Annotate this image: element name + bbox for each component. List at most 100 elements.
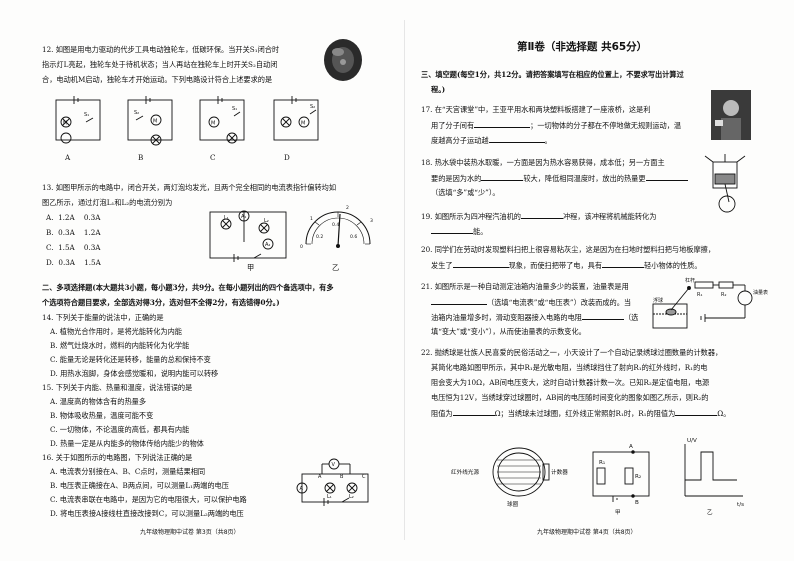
q22-counter-fig: 红外线光源 计数器 球圈 R₁ R₂ A B 甲 乙 U/V t/s bbox=[451, 438, 744, 516]
q22-line-4: 电压恒为12V，当绣球穿过球圈时，AB间的电压随时间变化的图象如图乙所示，则R₂… bbox=[431, 393, 709, 402]
label-fig-yi: 乙 bbox=[707, 509, 713, 516]
q14-option-c: C. 能量无论是转化还是转移，能量的总和保持不变 bbox=[50, 355, 211, 364]
svg-text:V: V bbox=[332, 462, 336, 468]
q14-option-b: B. 燃气灶烧水时，燃料的内能转化为化学能 bbox=[50, 341, 190, 350]
q16-option-d: D. 将电压表接A接线柱直接改接到C，可以测量L₂两端的电压 bbox=[50, 509, 244, 518]
q15-option-a: A. 温度高的物体含有的热量多 bbox=[50, 397, 147, 406]
q12-option-d: D bbox=[284, 153, 290, 162]
q12-line-1: 12. 如图是用电力驱动的代步工具电动独轮车，低碳环保。当开关S₁闭合时 bbox=[42, 45, 280, 54]
q16-option-c: C. 电流表串联在电路中，是因为它的电阻很大，可以保护电路 bbox=[50, 495, 247, 504]
label-ir-source: 红外线光源 bbox=[451, 468, 479, 476]
svg-text:S₁: S₁ bbox=[232, 106, 237, 112]
label-ts: t/s bbox=[737, 502, 744, 508]
q15-option-d: D. 热量一定是从内能多的物体传给内能少的物体 bbox=[50, 439, 204, 448]
q22-line-2: 其简化电路如图甲所示，其中R₁是光敏电阻，当绣球挡住了射向R₁的红外线时，R₁的… bbox=[431, 363, 708, 372]
q14-stem: 14. 下列关于能量的说法中，正确的是 bbox=[42, 313, 164, 322]
svg-text:S₂: S₂ bbox=[310, 104, 315, 110]
label-r1-b: R₁ bbox=[599, 460, 605, 466]
q21-line-2: （选填“电流表”或“电压表”）改装而成的。当 bbox=[431, 296, 631, 308]
label-lever: 杠杆 bbox=[685, 277, 695, 284]
meter-scale-0-4: 0.4 bbox=[332, 222, 339, 228]
q21-line-1: 21. 如图所示是一种自动测定油箱内油量多少的装置，油量表是用 bbox=[421, 282, 629, 291]
meter-scale-0-6: 0.6 bbox=[350, 234, 357, 240]
q16-circuit-fig: V A L₁ L₂ A B C bbox=[296, 458, 369, 506]
q16-option-a: A. 电流表分别接在A、B、C点时，测量结果相同 bbox=[50, 467, 206, 476]
q20-line-1: 20. 同学们在劳动时发现塑料扫把上很容易粘灰尘，这是因为在扫地时塑料扫把与地板… bbox=[421, 245, 716, 254]
label-float: 浮球 bbox=[653, 297, 663, 304]
svg-text:L₁: L₁ bbox=[224, 215, 229, 221]
q12-option-a: A bbox=[65, 153, 71, 162]
q17-line-2: 用了分子间有；一切物体的分子都在不停地做无规则运动，温 bbox=[431, 121, 682, 130]
svg-text:M: M bbox=[211, 121, 215, 127]
q21-line-4: 填“变大”或“变小”），从而使油量表的示数变化。 bbox=[431, 327, 586, 336]
q21-line-3: 油箱内油量增多时，滑动变阻器接入电路的电阻（选 bbox=[431, 313, 639, 322]
q14-option-a: A. 植物光合作用时，是将光能转化为内能 bbox=[50, 327, 182, 336]
meter-scale-1: 1 bbox=[310, 216, 313, 222]
section3-line-1: 三、填空题(每空1分，共12分。请把答案填写在相应的位置上，不要求写出计算过 bbox=[421, 70, 684, 79]
q12-line-3: 合，电动机M启动，独轮车才开始运动。下列电路设计符合上述要求的是 bbox=[42, 75, 273, 84]
q13-option-c: C. 1.5A 0.3A bbox=[46, 243, 101, 252]
svg-text:A: A bbox=[300, 486, 304, 492]
q22-line-3: 阻会变大为10Ω，AB间电压变大，这时自动计数器计数一次。已知R₂是定值电阻，电… bbox=[431, 378, 710, 387]
svg-text:B: B bbox=[340, 474, 344, 480]
q12-line-2: 指示灯L亮起，独轮车处于待机状态；当人再站在独轮车上时开关S₂自动闭 bbox=[42, 60, 278, 69]
section2-line-1: 二、多项选择题(本大题共3小题，每小题3分，共9分。在每小题列出的四个备选项中，… bbox=[42, 283, 334, 292]
meter-scale-2: 2 bbox=[346, 205, 349, 211]
label-b: B bbox=[635, 500, 639, 506]
svg-text:S₁: S₁ bbox=[84, 112, 89, 118]
svg-text:M: M bbox=[301, 121, 305, 127]
label-ring: 球圈 bbox=[507, 500, 519, 508]
q16-stem: 16. 关于如图所示的电路图，下列说法正确的是 bbox=[42, 453, 193, 462]
q13-option-b: B. 0.3A 1.2A bbox=[46, 228, 101, 237]
q15-stem: 15. 下列关于内能、热量和温度，说法错误的是 bbox=[42, 383, 193, 392]
q17-line-1: 17. 在“天宫课堂”中，王亚平用水和两块塑料板搭建了一座液桥，这是利 bbox=[421, 105, 651, 114]
label-r2-b: R₂ bbox=[635, 474, 641, 480]
label-counter: 计数器 bbox=[551, 468, 568, 476]
q16-option-b: B. 电压表正确接在A、B两点间，可以测量L₁两端的电压 bbox=[50, 481, 229, 490]
label-r1: R₁ bbox=[697, 292, 702, 298]
meter-scale-3: 3 bbox=[370, 218, 373, 224]
q14-option-d: D. 用热水泡脚，身体会感觉暖和，说明内能可以转移 bbox=[50, 369, 219, 378]
meter-scale-0: 0 bbox=[300, 244, 303, 250]
label-fig-jia: 甲 bbox=[615, 509, 621, 516]
section3-line-2: 程。) bbox=[431, 85, 446, 94]
right-page-footer: 九年级物理期中试卷 第4页（共8页） bbox=[537, 529, 637, 536]
q12-option-b: B bbox=[138, 153, 144, 162]
q19-line-1: 19. 如图所示为四冲程汽油机的冲程，该冲程将机械能转化为 bbox=[421, 212, 657, 221]
q18-line-1: 18. 热水袋中装热水取暖，一方面是因为热水容易获得，成本低；另一方面主 bbox=[421, 158, 665, 167]
unicycle-photo bbox=[324, 39, 362, 81]
svg-text:M: M bbox=[63, 121, 67, 127]
section2-line-2: 个选项符合题目要求，全部选对得3分，选对但不全得2分，有选错得0分。) bbox=[42, 298, 280, 307]
svg-text:A₁: A₁ bbox=[241, 214, 246, 220]
q13-option-a: A. 1.2A 0.3A bbox=[46, 213, 101, 222]
section-title: 第Ⅱ卷（非选择题 共65分） bbox=[517, 41, 648, 53]
svg-text:L₁: L₁ bbox=[327, 494, 332, 500]
q20-line-2: 发生了现象，而使扫把带了电，具有轻小物体的性质。 bbox=[431, 261, 702, 270]
q17-line-3: 度越高分子运动越。 bbox=[431, 136, 552, 145]
svg-text:C: C bbox=[362, 474, 366, 480]
q15-option-c: C. 一切物体，不论温度的高低，都具有内能 bbox=[50, 425, 190, 434]
q12-option-c: C bbox=[210, 153, 216, 162]
q13-ammeter-dial: 0 1 2 3 0.2 0.4 0.6 bbox=[300, 205, 373, 250]
left-page-footer: 九年级物理期中试卷 第3页（共8页） bbox=[140, 529, 240, 536]
label-a: A bbox=[629, 444, 633, 450]
svg-text:L₂: L₂ bbox=[349, 494, 354, 500]
q13-option-d: D. 0.3A 1.5A bbox=[46, 258, 101, 267]
q15-option-b: B. 物体吸收热量，温度可能不变 bbox=[50, 411, 154, 420]
svg-text:A₂: A₂ bbox=[265, 242, 270, 248]
column-divider bbox=[404, 20, 405, 540]
svg-text:S₂: S₂ bbox=[134, 110, 139, 116]
left-column: 12. 如图是用电力驱动的代步工具电动独轮车，低碳环保。当开关S₁闭合时 指示灯… bbox=[42, 0, 387, 561]
svg-text:A: A bbox=[318, 474, 322, 480]
meter-scale-0-2: 0.2 bbox=[316, 234, 323, 240]
label-r2: R₂ bbox=[721, 292, 726, 298]
q13-fig-label-b: 乙 bbox=[332, 263, 340, 272]
label-gauge: 油量表 bbox=[753, 289, 768, 296]
q13-fig-label-a: 甲 bbox=[247, 263, 255, 272]
q21-oil-gauge-fig: 杠杆 浮球 R₁ R₂ 油量表 bbox=[652, 277, 768, 329]
engine-cylinder-fig bbox=[704, 154, 746, 213]
